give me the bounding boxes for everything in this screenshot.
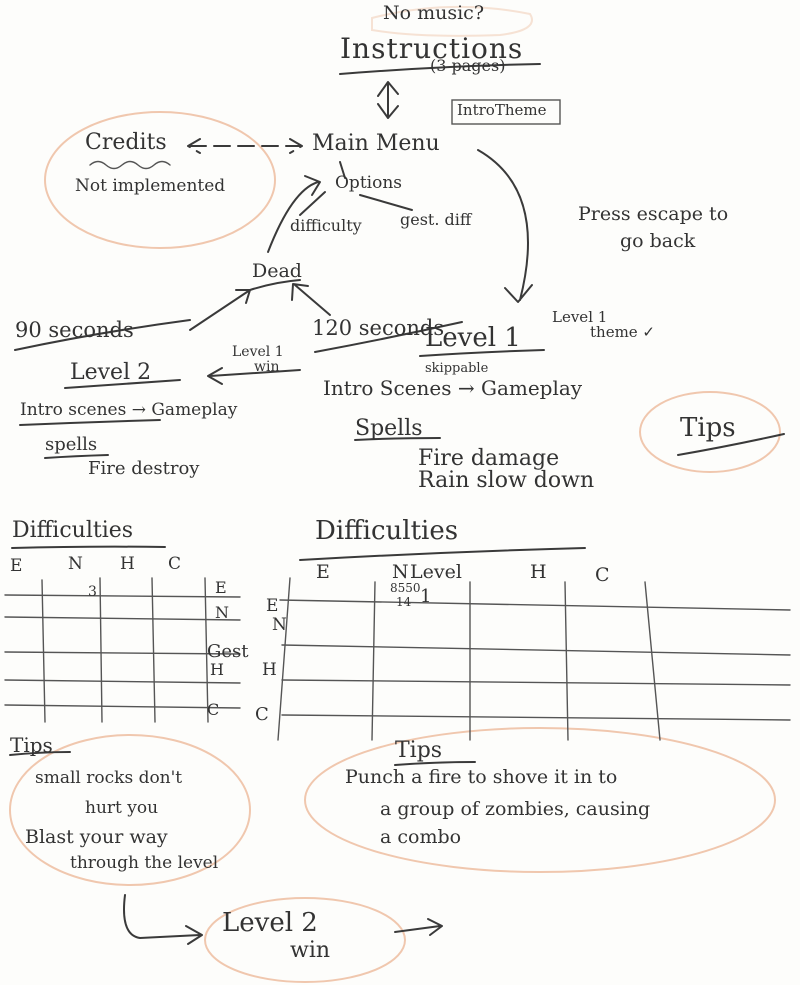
left-row-c: C: [207, 700, 220, 719]
credits-label: Credits: [85, 130, 167, 155]
left-row-n: N: [215, 603, 229, 622]
escape-note-line1: Press escape to: [578, 203, 729, 225]
gest-diff-option: gest. diff: [400, 210, 472, 229]
left-cell-value: 3: [88, 584, 97, 600]
tips-bubble-label: Tips: [680, 413, 736, 443]
right-cell-14: 14: [396, 595, 412, 609]
level1-theme-line2: theme ✓: [590, 323, 656, 341]
difficulty-option: difficulty: [290, 216, 362, 235]
tips-right-line3: a combo: [380, 826, 462, 848]
level1-timer: 120 seconds: [312, 316, 445, 340]
skippable-note: skippable: [425, 361, 489, 376]
no-music-note: No music?: [383, 2, 485, 24]
level1-flow: Intro Scenes → Gameplay: [323, 376, 583, 400]
tips-left-title: Tips: [10, 733, 53, 757]
left-col-h: H: [120, 554, 135, 574]
level1-title: Level 1: [425, 323, 521, 353]
tips-left-line1: small rocks don't: [35, 768, 183, 788]
level2-timer: 90 seconds: [15, 318, 134, 342]
options-label: Options: [335, 173, 402, 193]
escape-note-line2: go back: [620, 230, 696, 252]
left-row-gest: Gest: [207, 641, 249, 662]
level2-title: Level 2: [70, 360, 152, 385]
dead-label: Dead: [252, 260, 302, 282]
tips-right-line1: Punch a fire to shove it in to: [345, 766, 618, 788]
tips-right-line2: a group of zombies, causing: [380, 798, 651, 820]
left-row-h: H: [210, 660, 224, 679]
left-col-e: E: [10, 556, 23, 576]
right-row-c: C: [255, 704, 269, 725]
instructions-pages: (3 pages): [430, 56, 506, 75]
level1-theme-line1: Level 1: [552, 308, 608, 326]
right-cell-8550: 8550: [390, 581, 421, 595]
left-col-n: N: [68, 554, 83, 574]
level1-spell-fire: Fire damage: [418, 446, 560, 471]
instructions-title: Instructions: [340, 32, 524, 65]
level2-spells-title: spells: [45, 434, 98, 455]
main-menu-label: Main Menu: [312, 131, 440, 156]
right-table-title: Difficulties: [315, 516, 459, 546]
left-col-c: C: [168, 554, 182, 574]
tips-right-title: Tips: [395, 738, 443, 763]
right-row-h: H: [262, 660, 277, 680]
right-row-n: N: [272, 615, 287, 635]
right-col-n: N: [392, 561, 409, 583]
level2-win-line1: Level 2: [222, 908, 318, 938]
credits-note: Not implemented: [75, 176, 226, 196]
tips-left-line3: Blast your way: [25, 826, 168, 848]
right-col-c: C: [595, 564, 610, 586]
level1-win-line2: win: [254, 359, 280, 375]
intro-theme-label: IntroTheme: [457, 101, 547, 119]
tips-left-line2: hurt you: [85, 798, 159, 818]
tips-left-line4: through the level: [70, 853, 219, 873]
left-table-title: Difficulties: [12, 518, 134, 543]
level1-spell-rain: Rain slow down: [418, 468, 595, 493]
level2-win-line2: win: [290, 938, 331, 963]
level2-flow: Intro scenes → Gameplay: [20, 400, 238, 420]
level1-win-line1: Level 1: [232, 344, 284, 360]
right-col-e: E: [316, 561, 330, 583]
right-row-e: E: [266, 596, 279, 616]
level1-spells-title: Spells: [355, 416, 423, 441]
right-col-h: H: [530, 561, 547, 583]
level2-spell-fire: Fire destroy: [88, 458, 200, 479]
right-cell-1: 1: [420, 586, 432, 607]
left-row-e: E: [215, 578, 227, 597]
right-col-level: Level: [410, 561, 462, 583]
